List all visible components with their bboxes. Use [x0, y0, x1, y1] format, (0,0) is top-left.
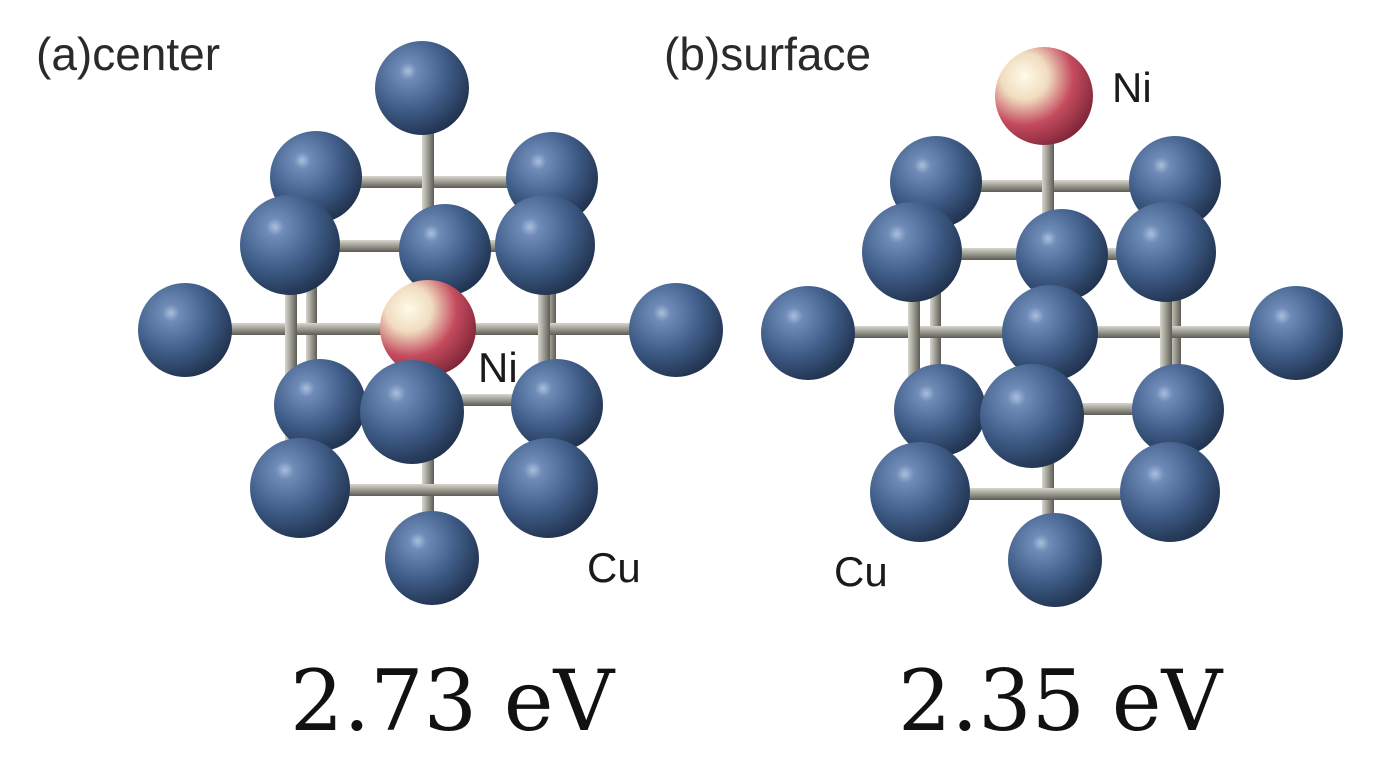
cu-atom [498, 438, 598, 538]
cu-atom [375, 41, 469, 135]
cu-atom [894, 364, 986, 456]
bond [920, 488, 1170, 500]
panel-center: (a)center [36, 28, 723, 750]
ni-label: Ni [478, 344, 518, 391]
energy-value: 2.35 eV [898, 652, 1223, 750]
cu-atom [761, 286, 855, 380]
atoms [138, 41, 723, 605]
cu-atom [138, 283, 232, 377]
energy-value: 2.73 eV [290, 652, 615, 750]
panel-label: (a)center [36, 28, 220, 80]
cu-atom [495, 195, 595, 295]
ni-atom [380, 280, 476, 376]
cu-atom [1120, 442, 1220, 542]
cu-atom [399, 204, 491, 296]
cu-atom [870, 442, 970, 542]
bond [305, 484, 550, 496]
cu-atom [1002, 285, 1098, 381]
cu-atom [385, 511, 479, 605]
cu-atom [1116, 202, 1216, 302]
bond [1170, 185, 1181, 425]
panel-label: (b)surface [664, 28, 871, 80]
cu-atom [1008, 513, 1102, 607]
cu-atom [1132, 364, 1224, 456]
cu-atom [274, 359, 366, 451]
cu-atom [862, 202, 962, 302]
cu-atom [360, 360, 464, 464]
cu-atom [980, 364, 1084, 468]
cu-atom [250, 438, 350, 538]
bond [545, 180, 556, 420]
cu-label: Cu [587, 544, 641, 591]
ni-label: Ni [1112, 64, 1152, 111]
bond [306, 180, 317, 420]
ni-atom [995, 47, 1093, 145]
cu-atom [511, 359, 603, 451]
cu-atom [629, 283, 723, 377]
bond [935, 180, 1175, 192]
cu-label: Cu [834, 548, 888, 595]
bond [930, 185, 941, 425]
cu-atom [1016, 209, 1108, 301]
cu-atom [240, 195, 340, 295]
panel-surface: (b)surface [664, 28, 1343, 750]
atoms [761, 47, 1343, 607]
cu-atom [1249, 286, 1343, 380]
